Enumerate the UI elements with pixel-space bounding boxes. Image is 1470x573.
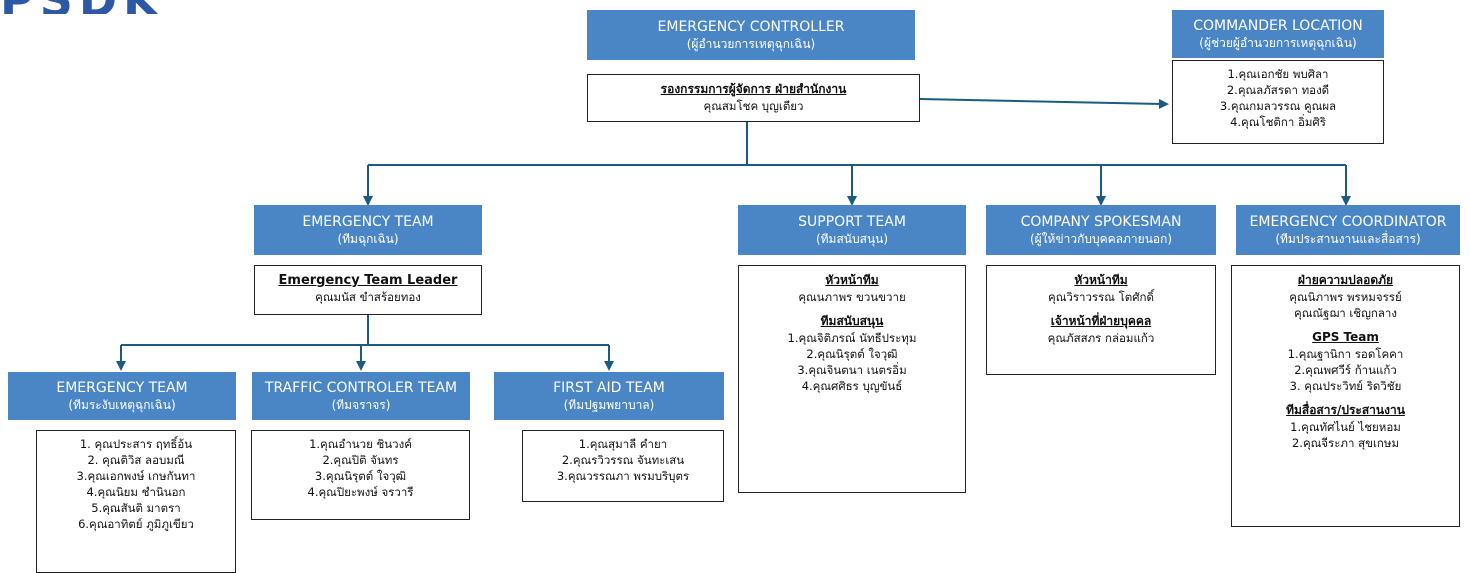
emergency-response-team-subtitle: (ทีมระงับเหตุฉุกเฉิน) xyxy=(68,398,176,412)
traffic-team-title: TRAFFIC CONTROLER TEAM xyxy=(264,380,458,396)
emergency-team-header: EMERGENCY TEAM (ทีมฉุกเฉิน) xyxy=(254,205,482,255)
first-aid-team-header: FIRST AID TEAM (ทีมปฐมพยาบาล) xyxy=(494,372,724,420)
coordinator-comm-member: 1.คุณทัศไนย์ ไชยหอม xyxy=(1290,420,1401,434)
first-aid-team-box: 1.คุณสุมาลี คำยา 2.คุณรวิวรรณ จันทะเสน 3… xyxy=(522,430,724,502)
spokesman-officer-label: เจ้าหน้าที่ฝ่ายบุคคล xyxy=(1050,314,1152,328)
traffic-team-member: 4.คุณปิยะพงษ์ จรวารี xyxy=(307,485,414,499)
spokesman-head-name: คุณวิราวรรณ โตศักดิ์ xyxy=(1048,290,1154,304)
response-team-member: 1. คุณประสาร ฤทธิ์อ้น xyxy=(79,437,193,451)
spokesman-officer-name: คุณภัสสภร กล่อมแก้ว xyxy=(1047,331,1155,345)
support-team-head-label: หัวหน้าทีม xyxy=(825,273,879,287)
commander-location-subtitle: (ผู้ช่วยผู้อำนวยการเหตุฉุกเฉิน) xyxy=(1199,36,1357,50)
coordinator-gps-member: 2.คุณพศวีร์ ก้านแก้ว xyxy=(1294,363,1397,377)
support-team-member: 2.คุณนิรุตต์ ใจวุฒิ xyxy=(806,347,898,361)
first-aid-team-member: 2.คุณรวิวรรณ จันทะเสน xyxy=(561,453,685,467)
emergency-controller-box: รองกรรมการผู้จัดการ ฝ่ายสำนักงาน คุณสมโช… xyxy=(587,74,920,122)
coordinator-safety-member: คุณณัฐฌา เชิญกลาง xyxy=(1294,306,1397,320)
emergency-team-subtitle: (ทีมฉุกเฉิน) xyxy=(337,232,399,246)
controller-name: คุณสมโชค บุญเตียว xyxy=(703,99,804,113)
emergency-coordinator-subtitle: (ทีมประสานงานและสื่อสาร) xyxy=(1275,232,1421,246)
company-spokesman-subtitle: (ผู้ให้ข่าวกับบุคคลภายนอก) xyxy=(1029,232,1173,246)
commander-location-header: COMMANDER LOCATION (ผู้ช่วยผู้อำนวยการเห… xyxy=(1172,10,1384,58)
traffic-team-member: 2.คุณปิติ จันทร xyxy=(322,453,399,467)
first-aid-team-subtitle: (ทีมปฐมพยาบาล) xyxy=(563,398,655,412)
company-logo: PSDK xyxy=(0,0,240,14)
emergency-controller-header: EMERGENCY CONTROLLER (ผู้อำนวยการเหตุฉุก… xyxy=(587,10,915,60)
first-aid-team-title: FIRST AID TEAM xyxy=(553,380,665,396)
emergency-team-leader-label: Emergency Team Leader xyxy=(278,273,458,288)
traffic-team-member: 3.คุณนิรุตต์ ใจวุฒิ xyxy=(314,469,407,483)
response-team-member: 2. คุณติวิส ลอบมณี xyxy=(87,453,185,467)
emergency-coordinator-header: EMERGENCY COORDINATOR (ทีมประสานงานและสื… xyxy=(1236,205,1460,255)
coordinator-gps-member: 1.คุณฐานิกา รอดโคคา xyxy=(1287,347,1404,361)
commander-member: 2.คุณลภัสรดา ทองดี xyxy=(1226,83,1330,97)
emergency-controller-title: EMERGENCY CONTROLLER xyxy=(657,19,845,35)
spokesman-head-label: หัวหน้าทีม xyxy=(1074,273,1128,287)
emergency-response-team-box: 1. คุณประสาร ฤทธิ์อ้น 2. คุณติวิส ลอบมณี… xyxy=(36,430,236,573)
support-team-box: หัวหน้าทีม คุณนภาพร ขวนขวาย ทีมสนับสนุน … xyxy=(738,265,966,493)
coordinator-comm-member: 2.คุณจีระภา สุขเกษม xyxy=(1291,436,1400,450)
first-aid-team-member: 1.คุณสุมาลี คำยา xyxy=(578,437,668,451)
coordinator-comm-label: ทีมสื่อสาร/ประสานงาน xyxy=(1286,403,1405,417)
support-team-member: 4.คุณศศิธร บุญขันธ์ xyxy=(801,379,903,393)
traffic-team-subtitle: (ทีมจราจร) xyxy=(331,398,391,412)
company-spokesman-title: COMPANY SPOKESMAN xyxy=(1020,214,1182,230)
traffic-team-header: TRAFFIC CONTROLER TEAM (ทีมจราจร) xyxy=(252,372,470,420)
controller-role: รองกรรมการผู้จัดการ ฝ่ายสำนักงาน xyxy=(660,82,847,96)
company-spokesman-header: COMPANY SPOKESMAN (ผู้ให้ข่าวกับบุคคลภาย… xyxy=(986,205,1216,255)
response-team-member: 4.คุณนิยม ชำนินอก xyxy=(86,485,186,499)
commander-location-box: 1.คุณเอกชัย พบศิลา 2.คุณลภัสรดา ทองดี 3.… xyxy=(1172,60,1384,144)
emergency-response-team-header: EMERGENCY TEAM (ทีมระงับเหตุฉุกเฉิน) xyxy=(8,372,236,420)
traffic-team-box: 1.คุณอำนวย ชินวงค์ 2.คุณปิติ จันทร 3.คุณ… xyxy=(251,430,470,520)
coordinator-safety-label: ฝ่ายความปลอดภัย xyxy=(1297,273,1394,287)
connector-controller-commander xyxy=(919,98,1169,109)
support-team-member: 1.คุณจิติภรณ์ นัทธีประทุม xyxy=(787,331,917,345)
first-aid-team-member: 3.คุณวรรณภา พรมบริบุตร xyxy=(556,469,690,483)
commander-location-title: COMMANDER LOCATION xyxy=(1193,18,1363,34)
support-team-group-label: ทีมสนับสนุน xyxy=(820,314,884,328)
support-team-title: SUPPORT TEAM xyxy=(798,214,906,230)
traffic-team-member: 1.คุณอำนวย ชินวงค์ xyxy=(309,437,412,451)
emergency-team-leader-box: Emergency Team Leader คุณมนัส ขำสร้อยทอง xyxy=(254,265,482,315)
commander-member: 4.คุณโชติกา อิ่มศิริ xyxy=(1230,115,1326,129)
emergency-team-leader-name: คุณมนัส ขำสร้อยทอง xyxy=(315,290,421,304)
emergency-coordinator-title: EMERGENCY COORDINATOR xyxy=(1249,214,1447,230)
commander-member: 3.คุณกมลวรรณ คูณผล xyxy=(1219,99,1337,113)
coordinator-safety-member: คุณนิภาพร พรหมจรรย์ xyxy=(1289,290,1402,304)
coordinator-gps-label: GPS Team xyxy=(1312,330,1379,344)
commander-member: 1.คุณเอกชัย พบศิลา xyxy=(1227,67,1329,81)
coordinator-gps-member: 3. คุณประวิทย์ ริดวิชัย xyxy=(1289,379,1402,393)
emergency-controller-subtitle: (ผู้อำนวยการเหตุฉุกเฉิน) xyxy=(686,37,816,51)
response-team-member: 3.คุณเอกพงษ์ เกษกันทา xyxy=(76,469,196,483)
response-team-member: 6.คุณอาทิตย์ ภูมิภูเขียว xyxy=(78,517,194,531)
support-team-subtitle: (ทีมสนับสนุน) xyxy=(815,232,889,246)
response-team-member: 5.คุณสันติ มาตรา xyxy=(91,501,181,515)
support-team-header: SUPPORT TEAM (ทีมสนับสนุน) xyxy=(738,205,966,255)
emergency-coordinator-box: ฝ่ายความปลอดภัย คุณนิภาพร พรหมจรรย์ คุณณ… xyxy=(1231,265,1460,527)
support-team-head-name: คุณนภาพร ขวนขวาย xyxy=(798,290,906,304)
emergency-team-title: EMERGENCY TEAM xyxy=(302,214,434,230)
emergency-response-team-title: EMERGENCY TEAM xyxy=(56,380,188,396)
company-spokesman-box: หัวหน้าทีม คุณวิราวรรณ โตศักดิ์ เจ้าหน้า… xyxy=(986,265,1216,375)
support-team-member: 3.คุณจินตนา เนตรอิ่ม xyxy=(797,363,907,377)
